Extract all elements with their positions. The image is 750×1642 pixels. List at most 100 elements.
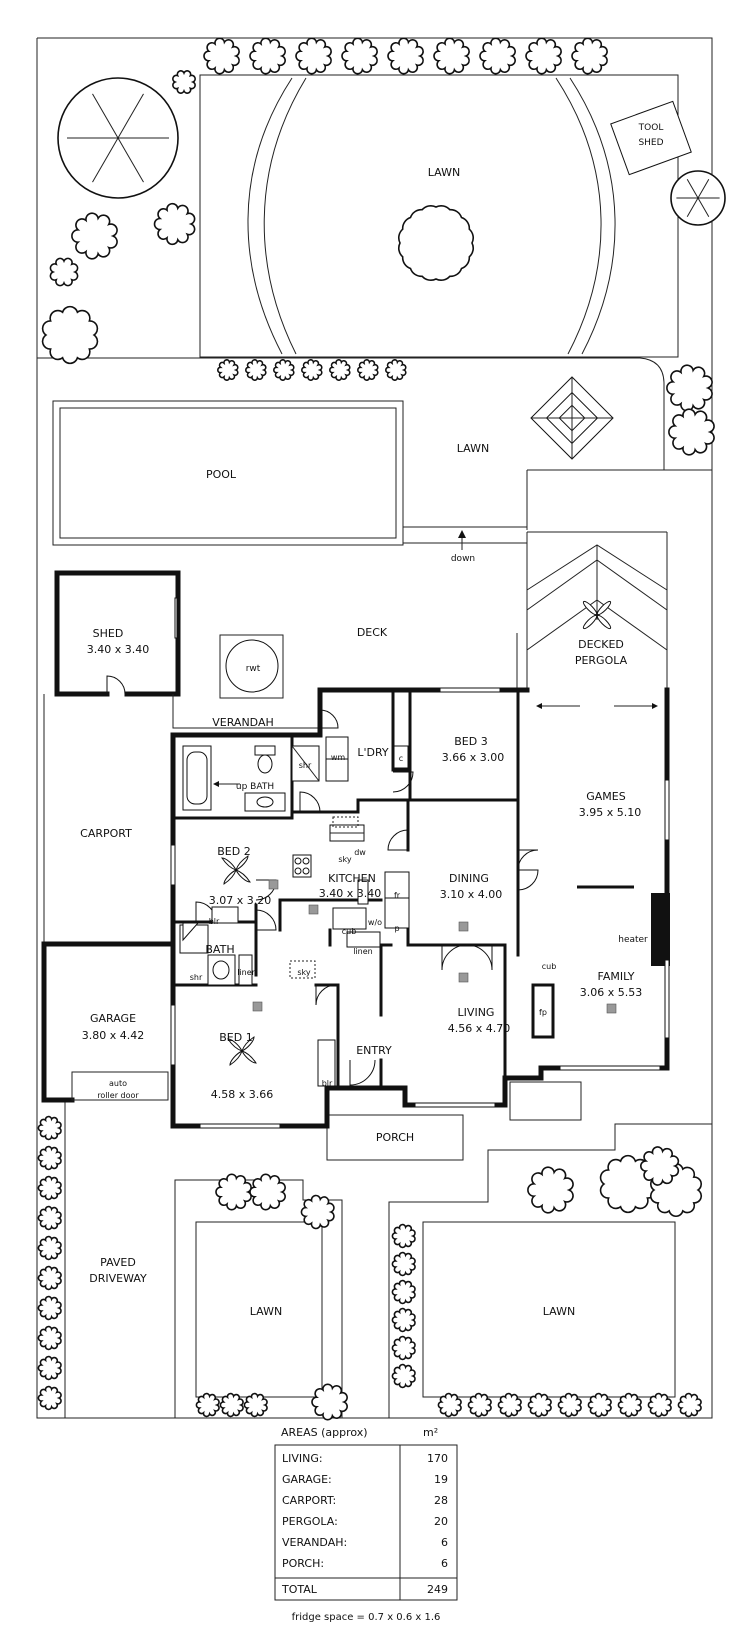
area-row-label: VERANDAH:: [282, 1536, 347, 1549]
shrub: [571, 37, 608, 75]
mid-lawn-label: LAWN: [457, 442, 489, 455]
shrub: [329, 359, 351, 381]
down-arrow-head: [458, 530, 466, 538]
shrub: [433, 37, 470, 75]
shrub: [203, 37, 240, 75]
labels: LAWN TOOL SHED LAWN POOL down DECK rwt S…: [80, 123, 663, 1318]
areas-header-unit: m²: [423, 1426, 438, 1439]
area-row-value: 20: [434, 1515, 448, 1528]
shrub: [37, 1175, 62, 1201]
front-left-frame: [174, 1179, 343, 1418]
shrub: [617, 1392, 642, 1418]
area-row-label: LIVING:: [282, 1452, 323, 1465]
lawn-arc-right: [555, 77, 602, 355]
lights: [252, 879, 617, 1014]
shrub: [37, 1205, 62, 1231]
tree-branch: [92, 137, 119, 183]
living-label: LIVING: [458, 1006, 495, 1019]
shrub: [219, 1392, 244, 1418]
shrub: [37, 1325, 62, 1351]
tree-branch: [697, 179, 710, 199]
shed-label: SHED: [93, 627, 124, 640]
tree-branch: [92, 93, 119, 139]
kitchen-dimensions: 3.40 x 3.40: [319, 887, 382, 900]
bed1-label: BED 1: [219, 1031, 252, 1044]
pool-surround-inner: [59, 407, 397, 539]
roller-door-label: roller door: [97, 1091, 139, 1100]
areas-table-frame: [274, 1444, 458, 1601]
shrub: [295, 37, 332, 75]
shrub: [300, 1194, 335, 1230]
c-label: c: [399, 754, 403, 763]
dw-label: dw: [354, 848, 366, 857]
fireplace-label: fp: [539, 1008, 547, 1017]
shrub: [71, 212, 118, 260]
sky-kitchen-label: sky: [338, 855, 352, 864]
family-cub-label: cub: [542, 962, 557, 971]
shrub: [273, 359, 295, 381]
shrub: [153, 202, 196, 246]
shrub: [172, 70, 196, 94]
shrub: [527, 1166, 574, 1214]
tool-shed-label-2: SHED: [638, 138, 663, 148]
porch-outline: [326, 1114, 464, 1161]
tree-branch: [117, 93, 144, 139]
shrub: [37, 1355, 62, 1381]
area-row-label: PORCH:: [282, 1557, 324, 1570]
area-row-label: CARPORT:: [282, 1494, 336, 1507]
dining-label: DINING: [449, 872, 489, 885]
shrub: [37, 1385, 62, 1411]
fr-label: fr: [394, 891, 401, 900]
bed2-blr-label: blr: [209, 917, 220, 926]
shrub: [37, 1265, 62, 1291]
shrub: [41, 305, 99, 365]
auto-label: auto: [109, 1079, 127, 1088]
site-lines: [36, 37, 713, 1419]
shrub: [557, 1392, 582, 1418]
pyramid-ornament: [530, 376, 614, 460]
areas-total-label: TOTAL: [281, 1583, 318, 1596]
fans: [221, 855, 257, 1066]
shrub: [37, 1145, 62, 1171]
bath2-label: BATH: [205, 943, 234, 956]
areas-total-value: 249: [427, 1583, 448, 1596]
area-row-value: 19: [434, 1473, 448, 1486]
tool-shed: [610, 100, 692, 176]
shrub: [37, 1115, 62, 1141]
lawn-arc-right-2: [569, 77, 616, 355]
kitchen-linen-label: linen: [353, 947, 373, 956]
area-row-label: PERGOLA:: [282, 1515, 338, 1528]
laundry-label: L'DRY: [357, 746, 389, 759]
heater-label: heater: [618, 935, 648, 945]
garden-features: [219, 100, 692, 699]
area-rows: LIVING:170GARAGE:19CARPORT:28PERGOLA:20V…: [282, 1452, 448, 1570]
shrub: [391, 1251, 416, 1277]
shrub: [391, 1223, 416, 1249]
pergola-label-2: PERGOLA: [575, 654, 628, 667]
shed-dimensions: 3.40 x 3.40: [87, 643, 150, 656]
porch-label: PORCH: [376, 1131, 414, 1144]
games-dimensions: 3.95 x 5.10: [579, 806, 642, 819]
shrub: [640, 1146, 680, 1186]
shrub: [357, 359, 379, 381]
rwt-pad: [219, 634, 284, 699]
garage-dimensions: 3.80 x 4.42: [82, 1029, 145, 1042]
front-step: [509, 1081, 582, 1121]
shrub: [525, 37, 562, 75]
area-row-label: GARAGE:: [282, 1473, 332, 1486]
shrub: [437, 1392, 462, 1418]
front-right-frame: [388, 1123, 712, 1418]
verandah-label: VERANDAH: [212, 716, 274, 729]
living-dimensions: 4.56 x 4.70: [448, 1022, 511, 1035]
pool-surround: [52, 400, 404, 546]
pergola-label-1: DECKED: [578, 638, 624, 651]
rwt-tank: [225, 639, 279, 693]
area-row-value: 6: [441, 1557, 448, 1570]
doors: [106, 675, 539, 1086]
trees: [37, 37, 726, 1421]
shrub: [391, 1363, 416, 1389]
shrub: [391, 1279, 416, 1305]
deck-label: DECK: [357, 626, 388, 639]
